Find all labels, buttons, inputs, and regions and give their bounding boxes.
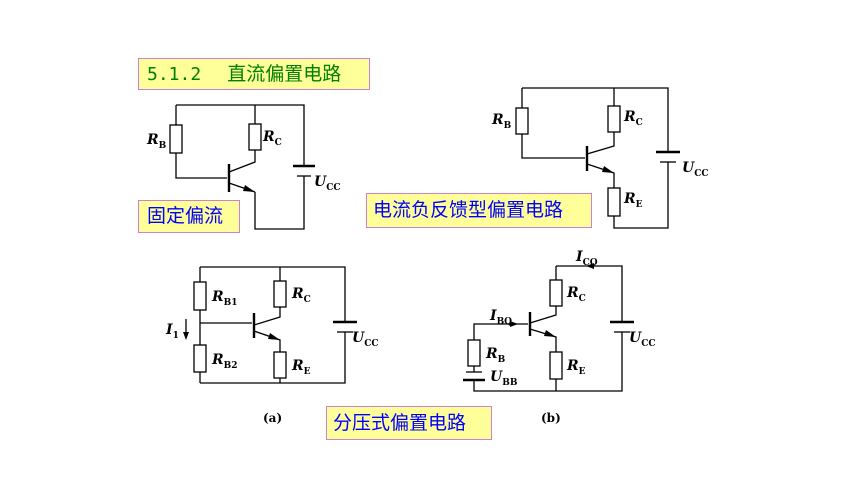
feedback-bias-label: 电流负反馈型偏置电路: [366, 193, 592, 228]
svg-text:RC: RC: [291, 286, 311, 305]
svg-text:RE: RE: [566, 358, 586, 377]
re-resistor: [549, 351, 563, 380]
rb1-resistor: [193, 281, 207, 311]
rc-resistor: [248, 123, 262, 151]
svg-text:UCC: UCC: [682, 160, 709, 179]
re-resistor: [607, 187, 621, 217]
feedback-bias-circuit: RB RC RE UCC: [491, 87, 709, 229]
svg-text:RB: RB: [491, 112, 512, 131]
rb2-resistor: [193, 344, 207, 373]
caption-a: (a): [263, 411, 282, 425]
svg-text:I1: I1: [165, 322, 179, 341]
svg-text:RB2: RB2: [211, 352, 238, 371]
divider-bias-circuit-b: ICQ IBQ RB RC RE UBB UCC (b): [463, 249, 656, 425]
rb-resistor: [515, 107, 529, 135]
section-title-text: 直流偏置电路: [227, 63, 342, 85]
svg-text:RB1: RB1: [211, 289, 238, 308]
fixed-bias-circuit: RB RC UCC: [146, 104, 341, 230]
svg-text:RC: RC: [566, 285, 586, 304]
i1-arrow: [183, 332, 189, 340]
divider-bias-label: 分压式偏置电路: [326, 406, 492, 440]
section-title: 5.1.2 直流偏置电路: [138, 58, 370, 90]
svg-text:RC: RC: [623, 109, 643, 128]
fixed-bias-label: 固定偏流: [138, 200, 240, 233]
svg-text:RC: RC: [262, 129, 282, 148]
svg-text:RB: RB: [485, 346, 506, 365]
rb-resistor: [169, 124, 183, 154]
rc-resistor: [273, 280, 287, 308]
svg-text:ICQ: ICQ: [575, 249, 598, 268]
rc-resistor: [607, 105, 621, 133]
divider-bias-circuit-a: RB1 RB2 RC RE UCC I1 (a): [165, 266, 379, 425]
re-resistor: [273, 351, 287, 379]
icq-arrow: [586, 263, 594, 269]
svg-text:IBQ: IBQ: [489, 308, 512, 327]
svg-text:RE: RE: [623, 191, 643, 210]
svg-text:RB: RB: [146, 132, 167, 151]
rc-resistor: [549, 279, 563, 307]
section-number: 5.1.2: [147, 64, 202, 85]
ibq-arrow: [510, 321, 518, 327]
svg-text:UCC: UCC: [352, 330, 379, 349]
svg-text:UCC: UCC: [314, 174, 341, 193]
svg-text:UBB: UBB: [490, 369, 518, 388]
svg-text:RE: RE: [291, 358, 311, 377]
caption-b: (b): [541, 411, 561, 425]
svg-text:UCC: UCC: [629, 330, 656, 349]
rb-resistor: [467, 339, 481, 367]
